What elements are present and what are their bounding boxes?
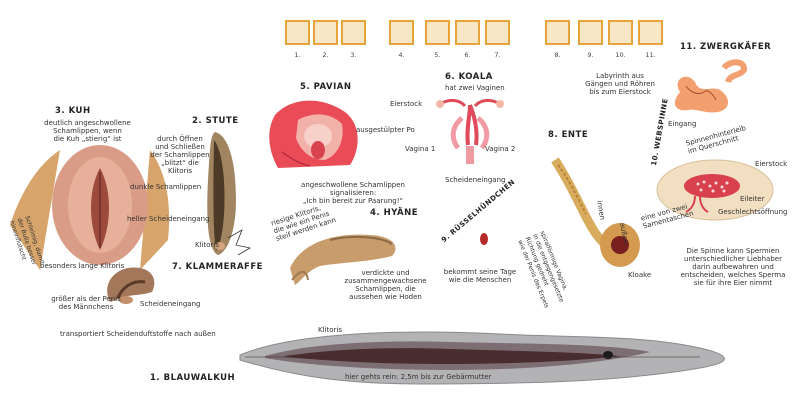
horse-dark-labia-label: dunkle Schamlippen xyxy=(130,183,202,191)
beetle-title: 11. ZWERGKÄFER xyxy=(680,42,772,52)
spider-monkey-illustration xyxy=(107,267,155,304)
thumb-number: 4. xyxy=(398,51,405,59)
horse-title: 2. STUTE xyxy=(192,116,239,126)
horse-vulva-illustration xyxy=(207,132,252,256)
spider-cross-section-illustration xyxy=(656,159,774,221)
thumb-number: 9. xyxy=(587,51,594,59)
elephant-shrew-illustration xyxy=(480,233,488,245)
hyena-icon xyxy=(389,20,414,45)
spider-note: Die Spinne kann Spermien unterschiedlich… xyxy=(680,247,786,287)
shrew-description: bekommt seine Tage wie die Menschen xyxy=(443,268,517,284)
duck-spiral-vagina-illustration xyxy=(551,157,640,267)
whale-title: 1. BLAUWALKUH xyxy=(150,373,236,383)
horse-entrance-label: heller Scheideneingang xyxy=(127,215,210,223)
monkey-long-clitoris-label: besonders lange Klitoris xyxy=(40,262,125,270)
hyena-title: 4. HYÄNE xyxy=(370,208,419,218)
koala-vagina1-label: Vagina 1 xyxy=(405,145,436,153)
thumb-number: 11. xyxy=(645,51,656,59)
spider-opening-label: Geschlechtsöffnung xyxy=(718,208,788,216)
horse-clitoris-label: Klitoris xyxy=(195,241,219,249)
koala-illustration xyxy=(436,98,504,164)
baboon-description: angeschwollene Schamlippen signalisieren… xyxy=(301,181,405,205)
monkey-bigger-label: größer als der Penis des Männchens xyxy=(51,295,121,311)
duck-cloaca-label: Kloake xyxy=(628,271,652,279)
cow-vulva-illustration xyxy=(10,145,170,270)
beetle-entrance-label: Eingang xyxy=(668,120,697,128)
monkey-icon xyxy=(485,20,510,45)
koala-entrance-label: Scheideneingang xyxy=(445,176,506,184)
koala-ovary-label: Eierstock xyxy=(390,100,423,108)
spider-ovary-label: Eierstock xyxy=(755,160,788,168)
horse-description: durch Öffnen und Schließen der Schamlipp… xyxy=(150,135,210,175)
thumb-number: 7. xyxy=(494,51,501,59)
whale-clitoris-label: Klitoris xyxy=(318,326,342,334)
horse-icon xyxy=(313,20,338,45)
monkey-title: 7. KLAMMERAFFE xyxy=(172,262,263,272)
koala-subtitle: hat zwei Vaginen xyxy=(445,84,505,92)
cow-title: 3. KUH xyxy=(55,106,91,116)
whale-vulva-illustration xyxy=(239,331,725,385)
monkey-transport-label: transportiert Scheidenduftstoffe nach au… xyxy=(60,330,216,338)
thumb-number: 3. xyxy=(350,51,357,59)
baboon-po-label: ausgestülpter Po xyxy=(356,126,415,134)
beetle-description: Labyrinth aus Gängen und Röhren bis zum … xyxy=(585,72,655,96)
koala-title: 6. KOALA xyxy=(445,72,493,82)
monkey-entrance-label: Scheideneingang xyxy=(140,300,201,308)
koala-vagina2-label: Vagina 2 xyxy=(485,145,516,153)
thumb-number: 10. xyxy=(615,51,626,59)
cow-icon xyxy=(341,20,366,45)
baboon-icon xyxy=(425,20,450,45)
hyena-labia-label: verdickte und zusammengewachsene Schamli… xyxy=(344,269,427,301)
spider-icon xyxy=(608,20,633,45)
whale-depth-label: hier gehts rein: 2,5m bis zur Gebärmutte… xyxy=(345,373,492,381)
koala-icon xyxy=(455,20,480,45)
cow-description: deutlich angeschwollene Schamlippen, wen… xyxy=(44,119,131,143)
spider-oviduct-label: Eileiter xyxy=(740,195,765,203)
thumb-number: 1. xyxy=(294,51,301,59)
thumb-number: 6. xyxy=(464,51,471,59)
duck-title: 8. ENTE xyxy=(548,130,589,140)
whale-icon xyxy=(285,20,310,45)
beetle-icon xyxy=(638,20,663,45)
shrew-icon xyxy=(578,20,603,45)
duck-icon xyxy=(545,20,570,45)
thumb-number: 5. xyxy=(434,51,441,59)
baboon-title: 5. PAVIAN xyxy=(300,82,352,92)
baboon-illustration xyxy=(269,100,358,168)
beetle-tube-illustration xyxy=(674,59,747,113)
thumb-number: 2. xyxy=(322,51,329,59)
hyena-illustration xyxy=(290,234,396,285)
thumb-number: 8. xyxy=(554,51,561,59)
